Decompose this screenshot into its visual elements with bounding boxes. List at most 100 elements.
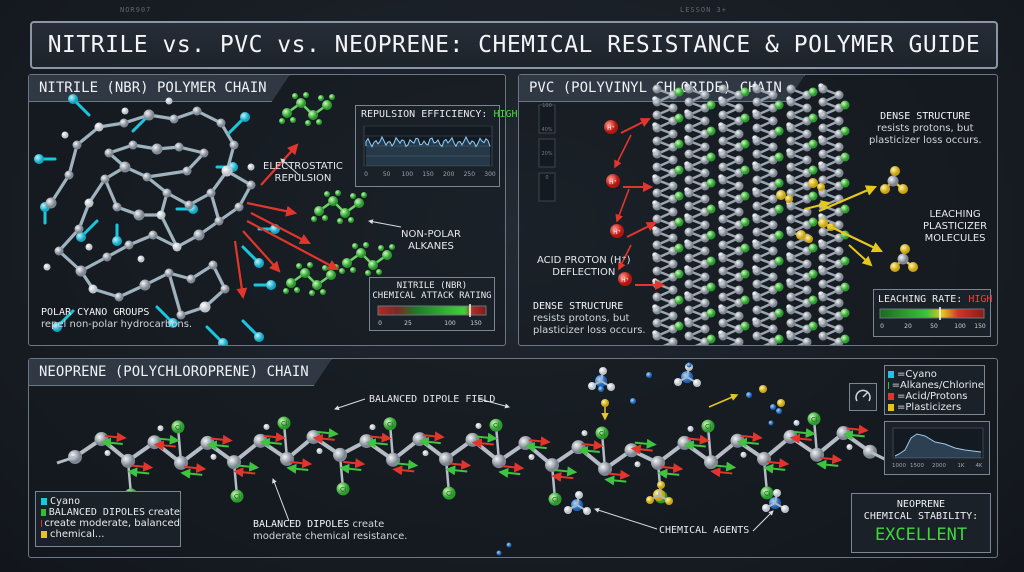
- pvc-hydrogen-atom: [786, 96, 792, 102]
- legend-right-text: =Acid/Protons: [897, 391, 968, 402]
- pvc-carbon-atom: [768, 298, 778, 308]
- dipole-arrow: [524, 441, 547, 452]
- deflection-arrow: [626, 222, 657, 238]
- ion-particle: [768, 420, 774, 426]
- attack-rating-title: NITRILE (NBR) CHEMICAL ATTACK RATING: [370, 281, 494, 301]
- alkane-carbon-atom: [286, 278, 296, 288]
- efficiency-tick-label: 50: [383, 171, 391, 178]
- carbon-atom: [184, 200, 194, 210]
- cyano-nitrogen-atom: [254, 332, 264, 342]
- proton-symbol: H⁺: [613, 229, 621, 236]
- bond: [91, 287, 121, 299]
- rating-tick-label: 0: [378, 320, 382, 327]
- dipole-arrow: [153, 440, 176, 451]
- alkane-carbon-atom: [308, 110, 318, 120]
- alkane-hydrogen-atom: [303, 92, 309, 98]
- pvc-chlorine-atom: [674, 243, 684, 253]
- chlorine-symbol: Cl: [552, 497, 558, 504]
- hydrogen-atom: [85, 243, 93, 251]
- leaching-tick-label: 0: [880, 323, 884, 330]
- neoprene-carbon-atom: [412, 432, 427, 447]
- legend-left-item: Cyano: [41, 496, 180, 507]
- spectrum-tick-label: 1K: [957, 463, 964, 469]
- dipole-arrow: [551, 471, 574, 482]
- alkane-hydrogen-atom: [365, 270, 371, 276]
- efficiency-tick-label: 300: [484, 171, 496, 178]
- carbon-atom: [119, 161, 131, 173]
- carbon-atom: [151, 143, 163, 155]
- neoprene-carbon-atom: [121, 453, 135, 468]
- dipole-arrow: [581, 440, 604, 451]
- dipole-arrow: [793, 428, 816, 439]
- pvc-carbon-atom: [652, 188, 662, 198]
- carbon-atom: [133, 209, 145, 221]
- carbon-atom: [100, 174, 110, 184]
- carbon-atom: [124, 240, 134, 250]
- legend-right-item: =Alkanes/Chlorine: [888, 380, 984, 391]
- alkane-hydrogen-atom: [361, 192, 367, 198]
- bond: [57, 227, 81, 253]
- pvc-carbon-atom: [786, 266, 796, 276]
- pvc-carbon-atom: [834, 246, 844, 256]
- dipole-arrow: [714, 461, 737, 472]
- efficiency-tick-label: 150: [422, 171, 434, 178]
- dipole-arrow: [846, 424, 869, 435]
- neoprene-hydrogen-atom: [316, 447, 323, 454]
- pvc-chlorine-atom: [706, 256, 716, 266]
- pvc-carbon-atom: [684, 149, 694, 159]
- neoprene-hydrogen-atom: [210, 453, 217, 460]
- carbon-atom: [74, 224, 84, 234]
- neoprene-carbon-atom: [280, 452, 294, 467]
- pvc-carbon-atom: [768, 194, 778, 204]
- pvc-carbon-atom: [786, 318, 796, 328]
- dipole-arrow: [316, 428, 339, 439]
- pvc-carbon-atom: [786, 240, 796, 250]
- rating-tick-label: 100: [444, 320, 456, 327]
- pvc-chlorine-atom: [774, 152, 784, 162]
- neoprene-hydrogen-atom: [422, 450, 429, 457]
- pvc-carbon-atom: [802, 337, 812, 345]
- dipole-arrow: [286, 463, 309, 474]
- pvc-carbon-atom: [802, 155, 812, 165]
- carbon-atom: [88, 284, 98, 294]
- pvc-carbon-atom: [684, 123, 694, 133]
- pvc-hydrogen-atom: [684, 291, 690, 297]
- alkane-hydrogen-atom: [320, 289, 326, 295]
- alkane-hydrogen-atom: [378, 245, 384, 251]
- pvc-carbon-atom: [752, 97, 762, 107]
- chain-end: [869, 450, 887, 462]
- dipole-arrow: [608, 469, 631, 480]
- pvc-hydrogen-atom: [718, 200, 724, 206]
- neoprene-chlorine-atom: [171, 420, 185, 434]
- pvc-chlorine-atom: [808, 87, 818, 97]
- dipole-arrow: [237, 461, 260, 472]
- cyano-nitrogen-atom: [34, 154, 44, 164]
- pvc-chlorine-atom: [674, 165, 684, 175]
- free-plasticizer: [759, 385, 767, 393]
- pvc-carbon-atom: [834, 298, 844, 308]
- chlorine-symbol: Cl: [811, 416, 817, 423]
- pvc-carbon-atom: [684, 97, 694, 107]
- alkane-carbon-atom: [312, 280, 322, 290]
- bond: [75, 125, 101, 147]
- carbon-atom: [112, 202, 122, 212]
- cyano-note-text: repel non-polar hydrocarbons.: [41, 319, 193, 330]
- pvc-carbon-atom: [834, 116, 844, 126]
- pvc-chlorine-atom: [840, 282, 850, 292]
- pvc-carbon-atom: [684, 331, 694, 341]
- bond: [103, 177, 119, 209]
- neoprene-chlorine-atom: [807, 412, 821, 426]
- pvc-chlorine-atom: [774, 126, 784, 136]
- gauge-tick-label: 40%: [541, 127, 552, 133]
- chlorine-symbol: Cl: [234, 494, 240, 501]
- neoprene-hydrogen-atom: [157, 425, 164, 432]
- agent-atom: [762, 504, 770, 512]
- alkane-hydrogen-atom: [376, 269, 382, 275]
- chain-end: [56, 455, 76, 465]
- pvc-carbon-atom: [734, 233, 744, 243]
- title-banner: NITRILE vs. PVC vs. NEOPRENE: CHEMICAL R…: [30, 21, 998, 69]
- legend-left-text: BALANCED DIPOLES create: [48, 507, 180, 518]
- pvc-chlorine-atom: [840, 334, 850, 344]
